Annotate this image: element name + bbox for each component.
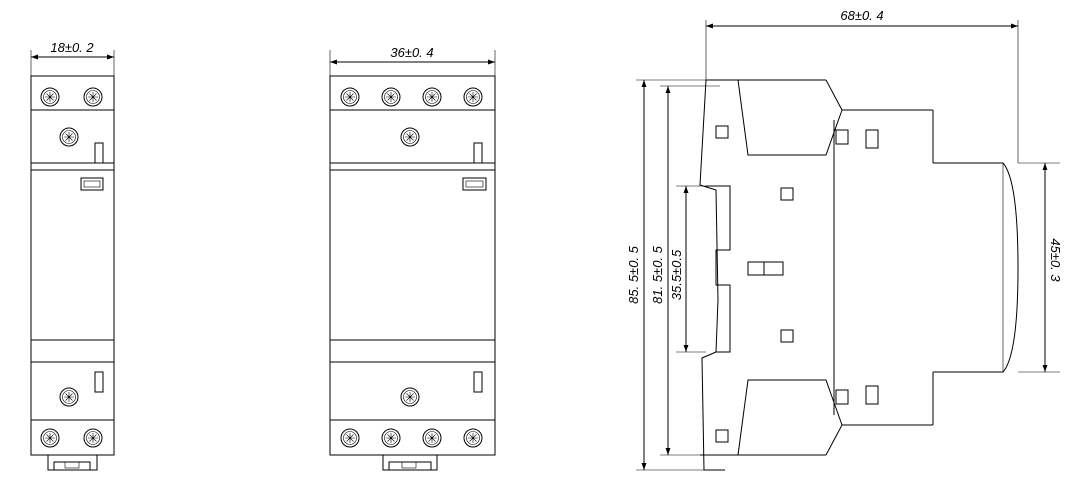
body-outline-2p [30,75,115,456]
terminal-screw-icon [422,87,442,107]
front-view-2-pole: 18±0. 2 [30,40,115,471]
terminal-screw-icon [83,87,103,107]
terminal-screw-icon [463,428,483,448]
indicator-window [462,177,487,191]
side-view: 68±0. 4 85. 5±0. 5 81. 5±0. 5 35.5±0.5 4… [626,8,1063,471]
dimension-depth: 68±0. 4 [840,8,883,23]
terminal-screw-icon [422,428,442,448]
dimension-height-front: 45±0. 3 [1048,238,1063,282]
terminal-screw-icon [83,428,103,448]
terminal-screw-icon [40,87,60,107]
dimension-height-rail: 35.5±0.5 [669,249,684,300]
terminal-screw-icon [40,428,60,448]
dimension-width-2p: 18±0. 2 [50,40,94,55]
front-face-curve [933,162,1019,373]
body-outline-4p [329,75,496,456]
terminal-screw-icon [340,87,360,107]
dimension-height-body: 81. 5±0. 5 [650,245,665,304]
terminal-screw-icon [381,428,401,448]
terminal-screw-icon [59,387,79,407]
terminal-screw-icon [463,87,483,107]
terminal-screw-icon [59,127,79,147]
terminal-screw-icon [400,387,420,407]
terminal-screw-icon [340,428,360,448]
front-view-4-pole: 36±0. 4 [329,45,496,471]
terminal-screw-icon [400,127,420,147]
indicator-window [747,261,784,276]
dimension-height-total: 85. 5±0. 5 [626,245,641,304]
terminal-screw-icon [381,87,401,107]
dimension-width-4p: 36±0. 4 [390,45,433,60]
indicator-window [80,177,104,191]
